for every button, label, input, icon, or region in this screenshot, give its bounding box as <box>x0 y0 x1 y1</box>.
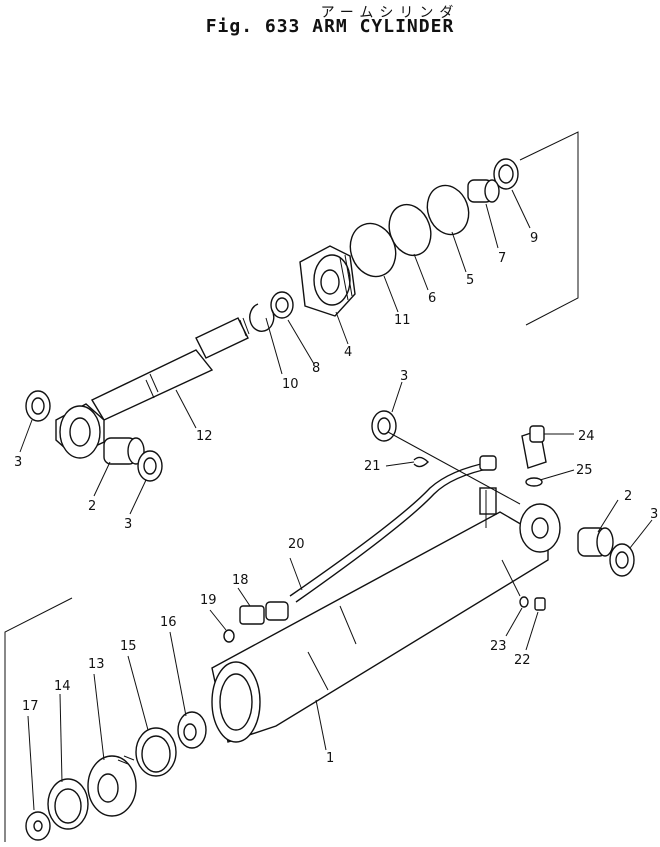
callout-14: 14 <box>54 679 71 694</box>
callout-15: 15 <box>120 639 137 654</box>
part-23-washer <box>519 596 529 608</box>
callout-20: 20 <box>288 537 305 552</box>
callout-7: 7 <box>498 251 506 266</box>
callout-18: 18 <box>232 573 249 588</box>
part-19-oring <box>223 629 235 643</box>
part-6-ring <box>388 203 432 257</box>
callout-13: 13 <box>88 657 105 672</box>
callout-3: 3 <box>124 517 132 532</box>
part-1-cylinder-tube <box>211 487 561 743</box>
part-18-fitting <box>239 601 289 625</box>
part-5-ring <box>426 184 470 236</box>
part-20-tube <box>289 455 497 603</box>
callout-24: 24 <box>578 429 595 444</box>
callout-11: 11 <box>394 313 411 328</box>
leader-lines <box>19 189 653 811</box>
part-2-bushing-right <box>577 527 614 557</box>
callout-22: 22 <box>514 653 531 668</box>
callout-2: 2 <box>88 499 96 514</box>
callout-5: 5 <box>466 273 474 288</box>
part-25-oring <box>525 477 543 487</box>
part-3-seal-mid <box>137 450 163 482</box>
callout-9: 9 <box>530 231 538 246</box>
part-22-nut <box>534 597 546 611</box>
callout-2: 2 <box>624 489 632 504</box>
figure-title-japanese: アームシリンダ <box>320 5 460 21</box>
part-17-washer <box>25 811 51 841</box>
part-9-bushing <box>493 158 519 190</box>
callout-10: 10 <box>282 377 299 392</box>
callout-19: 19 <box>200 593 217 608</box>
callout-16: 16 <box>160 615 177 630</box>
callout-23: 23 <box>490 639 507 654</box>
callout-12: 12 <box>196 429 213 444</box>
part-13-piston <box>87 755 137 817</box>
callout-8: 8 <box>312 361 320 376</box>
callout-3: 3 <box>14 455 22 470</box>
part-3-seal-upper <box>371 410 397 442</box>
callout-4: 4 <box>344 345 352 360</box>
callout-3: 3 <box>400 369 408 384</box>
part-3-seal-right <box>609 543 635 577</box>
figure-title: Fig. 633 ARM CYLINDER <box>205 16 455 37</box>
callout-17: 17 <box>22 699 39 714</box>
part-10-snap-ring <box>249 303 275 332</box>
part-3-seal-left <box>25 390 51 422</box>
part-14-ring <box>47 778 89 830</box>
part-4-cylinder-head <box>299 245 356 317</box>
callout-21: 21 <box>364 459 381 474</box>
part-7-bushing <box>467 179 500 203</box>
frame-lines <box>4 131 579 842</box>
part-11-ring <box>349 222 397 278</box>
part-12-piston-rod <box>91 317 250 421</box>
part-8-ring <box>270 291 294 319</box>
part-12-rod-eye <box>55 403 105 459</box>
part-15-ring <box>135 727 177 777</box>
callout-1: 1 <box>326 751 334 766</box>
part-24-elbow <box>521 425 547 469</box>
callout-6: 6 <box>428 291 436 306</box>
part-21-clamp <box>413 456 429 468</box>
part-2-bushing-left <box>103 437 145 465</box>
callout-25: 25 <box>576 463 593 478</box>
part-16-nut <box>177 711 207 749</box>
callout-labels: 1234567891011121314151617181920212223242… <box>14 231 658 766</box>
callout-3: 3 <box>650 507 658 522</box>
